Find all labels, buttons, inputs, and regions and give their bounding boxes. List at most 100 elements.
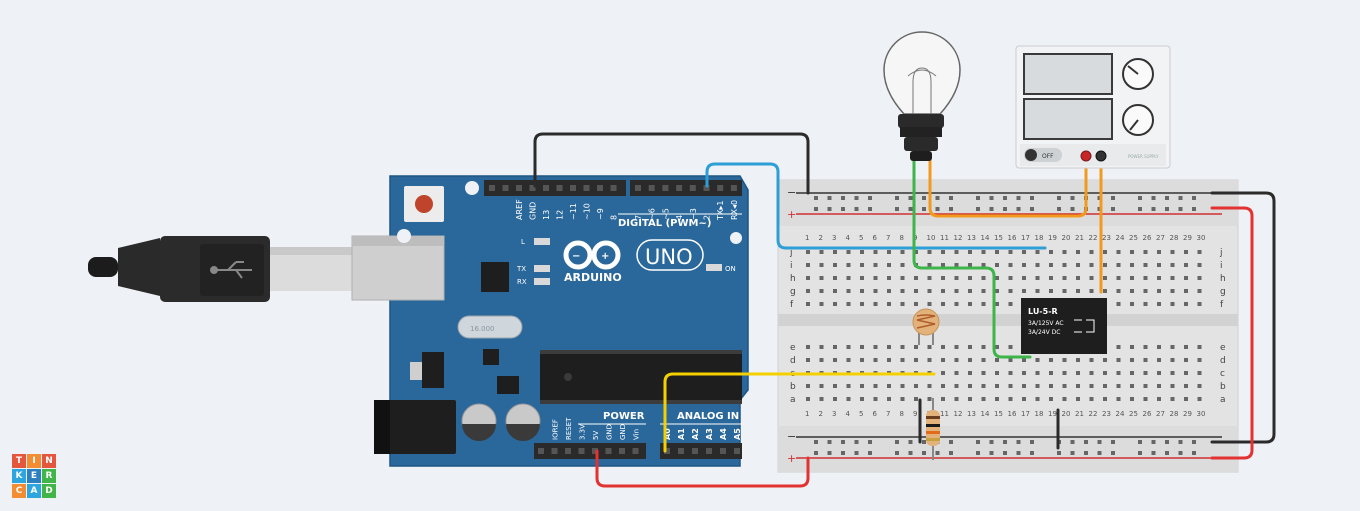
svg-text:−: − bbox=[787, 186, 796, 199]
header-pin[interactable] bbox=[592, 448, 598, 454]
power-supply[interactable]: OFF POWER SUPPLY bbox=[1015, 45, 1171, 169]
pin-label: 12 bbox=[556, 210, 565, 220]
header-pin[interactable] bbox=[529, 185, 536, 191]
column-number: 8 bbox=[900, 234, 904, 242]
l-led bbox=[534, 238, 550, 245]
column-number: 17 bbox=[1021, 234, 1030, 242]
tx-led bbox=[534, 265, 550, 272]
header-pin[interactable] bbox=[502, 185, 509, 191]
column-number: 11 bbox=[940, 410, 949, 418]
arduino-model: UNO bbox=[645, 245, 693, 269]
column-number: 18 bbox=[1035, 234, 1044, 242]
row-label: g bbox=[1220, 287, 1226, 297]
row-label: e bbox=[790, 343, 796, 353]
logo-letter: N bbox=[42, 454, 56, 468]
header-pin[interactable] bbox=[648, 185, 655, 191]
wire-green-bulb bbox=[912, 158, 1032, 359]
header-pin[interactable] bbox=[570, 185, 576, 191]
wire-red-rails bbox=[1210, 206, 1254, 460]
header-pin[interactable] bbox=[689, 185, 696, 191]
header-pin[interactable] bbox=[706, 448, 712, 454]
header-pin[interactable] bbox=[720, 448, 726, 454]
reset-button[interactable] bbox=[415, 195, 433, 213]
rx-led-label: RX bbox=[517, 278, 527, 286]
wire-red-5v bbox=[595, 449, 810, 488]
header-pin[interactable] bbox=[583, 185, 590, 191]
row-label: b bbox=[1220, 382, 1226, 392]
row-label: j bbox=[1219, 248, 1223, 258]
photoresistor[interactable] bbox=[912, 308, 940, 345]
light-bulb[interactable] bbox=[883, 31, 961, 161]
pin-label: AREF bbox=[515, 199, 524, 220]
column-number: 3 bbox=[832, 410, 836, 418]
l-led-label: L bbox=[521, 238, 525, 246]
header-pin[interactable] bbox=[565, 448, 571, 454]
usb-cable[interactable] bbox=[88, 236, 352, 302]
header-pin[interactable] bbox=[635, 185, 641, 191]
row-label: a bbox=[1220, 395, 1226, 405]
relay-spec-dc: 3A/24V DC bbox=[1028, 329, 1060, 336]
svg-text:+: + bbox=[787, 208, 796, 221]
logo-letter: K bbox=[12, 469, 26, 483]
header-pin[interactable] bbox=[538, 448, 544, 454]
pin-label: RESET bbox=[565, 417, 573, 440]
column-number: 4 bbox=[846, 410, 851, 418]
relay[interactable]: LU-5-R 3A/125V AC 3A/24V DC bbox=[1021, 298, 1107, 354]
resistor[interactable] bbox=[926, 398, 940, 460]
digital-header[interactable] bbox=[489, 185, 737, 191]
header-pin[interactable] bbox=[610, 185, 617, 191]
header-pin[interactable] bbox=[632, 448, 639, 454]
row-label: f bbox=[790, 300, 794, 310]
pin-label: A0 bbox=[663, 428, 672, 440]
column-number: 2 bbox=[819, 234, 823, 242]
pin-label: GND bbox=[529, 202, 538, 220]
header-pin[interactable] bbox=[578, 448, 585, 454]
header-pin[interactable] bbox=[664, 448, 670, 454]
header-pin[interactable] bbox=[717, 185, 724, 191]
column-number: 19 bbox=[1048, 410, 1057, 418]
header-pin[interactable] bbox=[543, 185, 549, 191]
header-pin[interactable] bbox=[516, 185, 522, 191]
header-pin[interactable] bbox=[676, 185, 683, 191]
header-pin[interactable] bbox=[551, 448, 558, 454]
column-number: 30 bbox=[1197, 234, 1206, 242]
on-led bbox=[706, 264, 722, 271]
header-pin[interactable] bbox=[556, 185, 563, 191]
header-pin[interactable] bbox=[730, 185, 737, 191]
header-pin[interactable] bbox=[619, 448, 625, 454]
column-number: 25 bbox=[1129, 410, 1138, 418]
power-analog-header[interactable] bbox=[538, 448, 740, 454]
pin-label: ~11 bbox=[569, 203, 578, 220]
column-number: 12 bbox=[954, 234, 963, 242]
wires[interactable] bbox=[533, 132, 1276, 488]
header-pin[interactable] bbox=[489, 185, 495, 191]
negative-terminal[interactable] bbox=[1095, 150, 1107, 162]
header-pin[interactable] bbox=[678, 448, 684, 454]
header-pin[interactable] bbox=[734, 448, 740, 454]
column-number: 29 bbox=[1183, 410, 1192, 418]
column-number: 25 bbox=[1129, 234, 1138, 242]
column-number: 26 bbox=[1143, 234, 1152, 242]
column-number: 7 bbox=[886, 234, 890, 242]
header-pin[interactable] bbox=[703, 185, 710, 191]
logo-letter: D bbox=[42, 484, 56, 498]
column-number: 8 bbox=[900, 410, 904, 418]
header-pin[interactable] bbox=[605, 448, 612, 454]
column-number: 11 bbox=[940, 234, 949, 242]
header-pin[interactable] bbox=[597, 185, 603, 191]
pin-label: GND bbox=[619, 424, 627, 440]
header-pin[interactable] bbox=[662, 185, 669, 191]
row-label: g bbox=[790, 287, 796, 297]
positive-terminal[interactable] bbox=[1080, 150, 1092, 162]
column-number: 26 bbox=[1143, 410, 1152, 418]
column-number: 21 bbox=[1075, 410, 1084, 418]
header-pin[interactable] bbox=[692, 448, 698, 454]
tx-led-label: TX bbox=[516, 265, 526, 273]
column-number: 13 bbox=[967, 234, 976, 242]
svg-text:+: + bbox=[601, 251, 609, 262]
column-number: 14 bbox=[981, 410, 990, 418]
